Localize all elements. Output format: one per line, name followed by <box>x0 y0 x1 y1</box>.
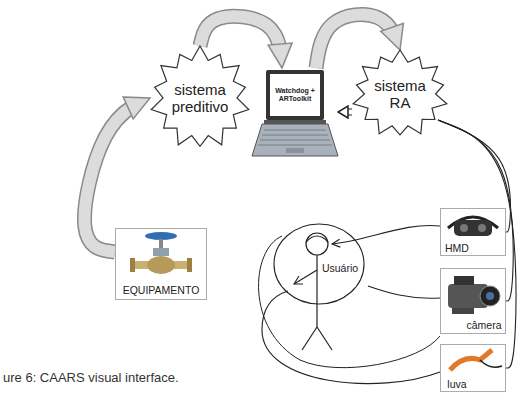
connector-line <box>338 110 352 115</box>
figure-caption: ure 6: CAARS visual interface. <box>3 370 179 385</box>
wire <box>262 291 440 384</box>
equipment-box: EQUIPAMENTO <box>115 228 207 300</box>
wire <box>259 236 440 368</box>
wire <box>368 286 440 298</box>
connector-line <box>438 120 516 368</box>
wire <box>332 225 440 244</box>
laptop-shape <box>252 68 338 160</box>
ar-star: sistema RA <box>352 50 448 138</box>
node-label: HMD <box>442 242 472 254</box>
wire-connector <box>438 120 516 368</box>
glove-box: luva <box>440 344 506 392</box>
hmd-box: HMD <box>440 208 506 256</box>
prediction-star: sistema preditivo <box>150 46 250 150</box>
user-ellipse: Usuário <box>272 222 367 307</box>
node-label: luva <box>442 378 472 390</box>
connector-line <box>338 109 352 116</box>
laptop-node: Watchdog + ARToolkit <box>252 68 338 160</box>
node-label: sistema preditivo <box>168 81 232 116</box>
node-label: Watchdog + ARToolkit <box>271 87 319 103</box>
node-label: EQUIPAMENTO <box>117 284 205 296</box>
node-label: Usuário <box>320 262 360 274</box>
node-label: câmera <box>464 319 504 331</box>
hollow-connector <box>338 112 352 113</box>
node-label: sistema RA <box>371 77 429 112</box>
camera-box: câmera <box>440 268 506 334</box>
